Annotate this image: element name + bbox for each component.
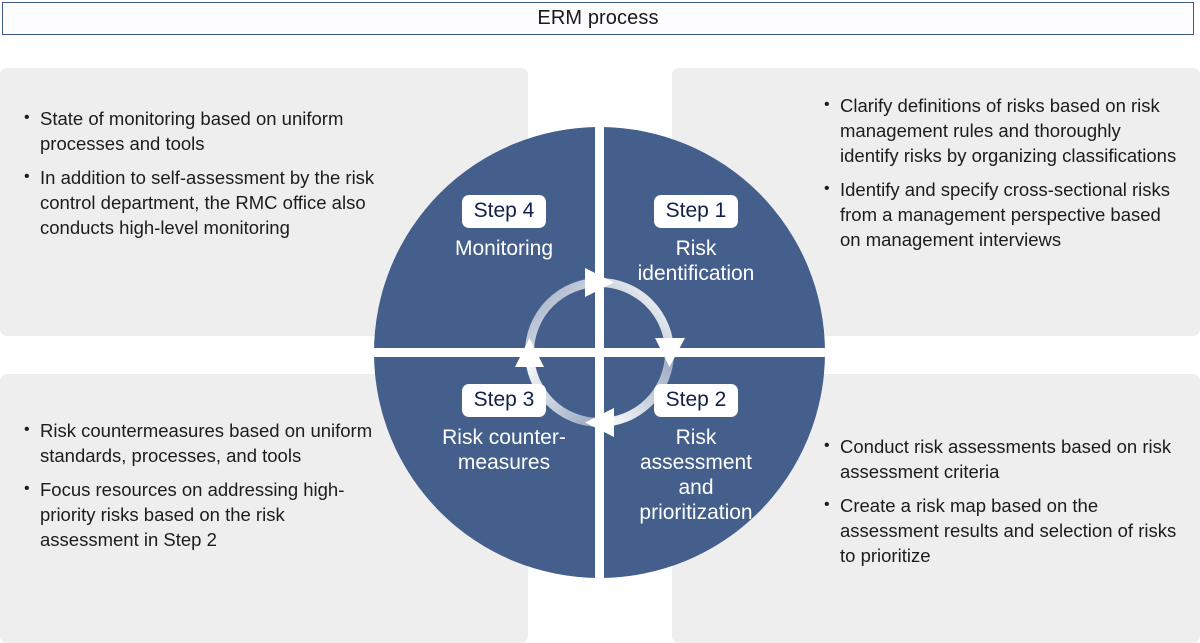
wheel-quadrant-step-1[interactable]: Step 1 Risk identification	[596, 195, 796, 286]
wheel-quadrant-step-4[interactable]: Step 4 Monitoring	[404, 195, 604, 261]
process-wheel: Step 4 Monitoring Step 1 Risk identifica…	[374, 127, 825, 578]
step-badge-2: Step 2	[653, 384, 739, 417]
step-badge-4: Step 4	[461, 195, 547, 228]
step-title-3: Risk counter- measures	[442, 426, 566, 474]
header-bar: ERM process	[2, 2, 1194, 35]
list-item: Risk countermeasures based on uniform st…	[22, 417, 387, 468]
quadrant-dividers	[374, 127, 825, 578]
bullet-list-step-3: Risk countermeasures based on uniform st…	[22, 417, 387, 552]
list-item: In addition to self-assessment by the ri…	[22, 164, 392, 240]
bullet-list-step-2: Conduct risk assessments based on risk a…	[822, 433, 1177, 568]
bullet-list-step-1: Clarify definitions of risks based on ri…	[822, 92, 1177, 252]
page-title: ERM process	[537, 7, 659, 29]
wheel-quadrant-step-2[interactable]: Step 2 Risk assessment and prioritizatio…	[596, 384, 796, 525]
list-item: Conduct risk assessments based on risk a…	[822, 433, 1177, 484]
list-item: State of monitoring based on uniform pro…	[22, 105, 392, 156]
list-item: Focus resources on addressing high-prior…	[22, 476, 387, 552]
clockwise-cycle-arrow-icon	[515, 268, 685, 437]
list-item: Clarify definitions of risks based on ri…	[822, 92, 1177, 168]
step-title-4: Monitoring	[454, 237, 554, 260]
step-title-2: Risk assessment and prioritization	[639, 426, 753, 524]
step-title-1: Risk identification	[637, 237, 755, 285]
wheel-quadrant-step-3[interactable]: Step 3 Risk counter- measures	[404, 384, 604, 475]
list-item: Create a risk map based on the assessmen…	[822, 492, 1177, 568]
step-badge-1: Step 1	[653, 195, 739, 228]
step-badge-3: Step 3	[461, 384, 547, 417]
wheel-graphic	[374, 127, 825, 578]
list-item: Identify and specify cross-sectional ris…	[822, 176, 1177, 252]
bullet-list-step-4: State of monitoring based on uniform pro…	[22, 105, 392, 240]
